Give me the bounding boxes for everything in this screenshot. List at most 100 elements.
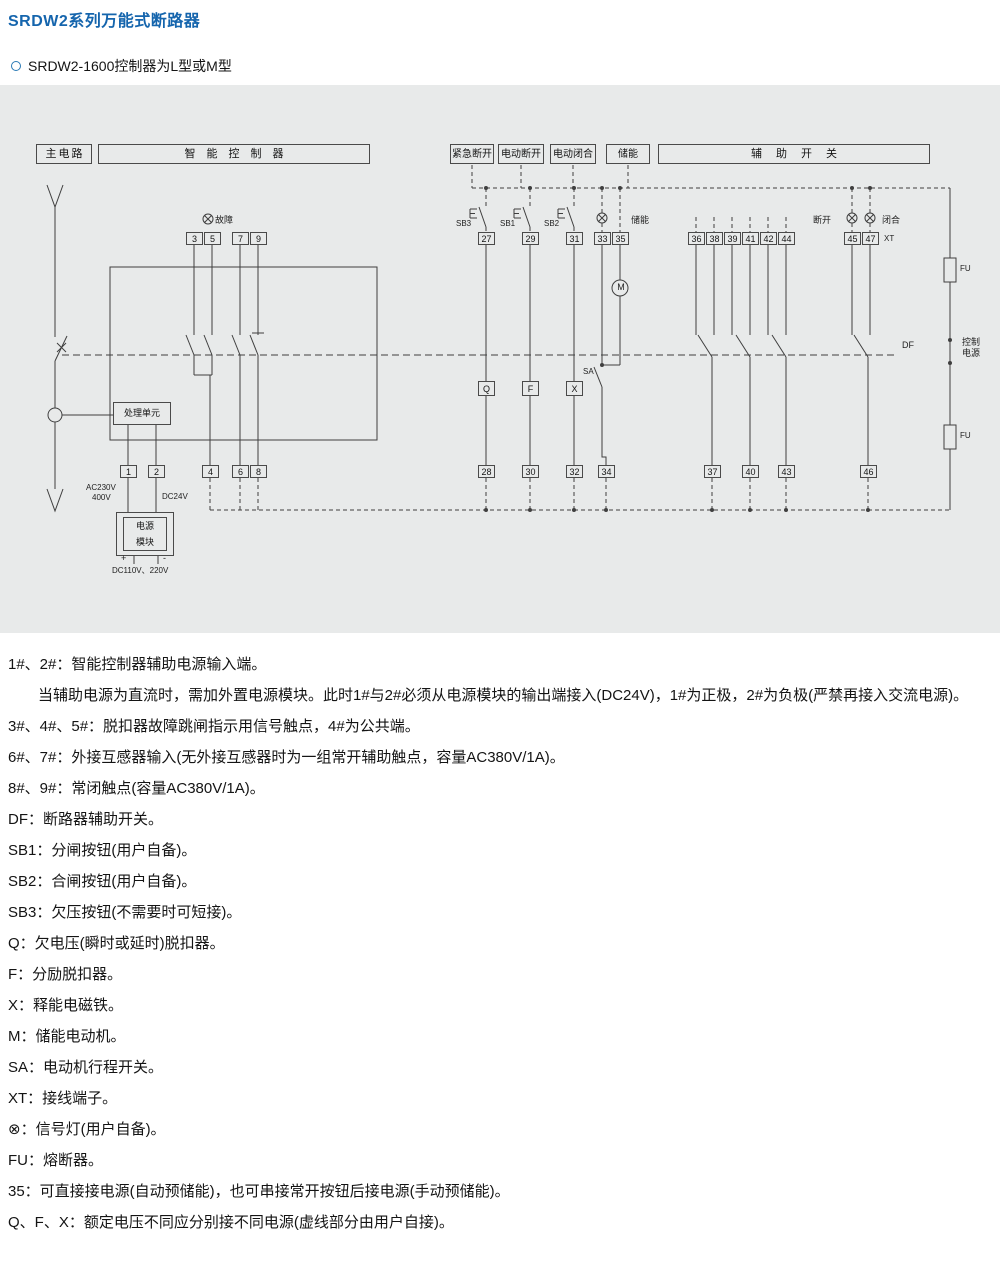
sb1-label: SB1: [500, 219, 516, 228]
sa-label: SA: [583, 367, 594, 376]
fu-bottom-label: FU: [960, 431, 971, 440]
circle-bullet-icon: [11, 61, 21, 71]
terminal-27: 27: [478, 232, 495, 245]
header-box-energy-storage: 储能: [606, 144, 650, 164]
release-magnet-x: X: [566, 381, 583, 396]
power-module-inner-box: 电源 模块: [123, 517, 167, 551]
ac-voltage-label-line2: 400V: [92, 493, 111, 502]
terminal-39: 39: [724, 232, 741, 245]
terminal-3: 3: [186, 232, 203, 245]
control-power-label: 控制 电源: [962, 337, 980, 359]
terminal-9: 9: [250, 232, 267, 245]
page-subtitle: SRDW2-1600控制器为L型或M型: [28, 58, 232, 74]
note-line: Q、F、X：额定电压不同应分别接不同电源(虚线部分由用户自接)。: [8, 1214, 454, 1231]
terminal-5: 5: [204, 232, 221, 245]
sb2-label: SB2: [544, 219, 560, 228]
note-line: SB2：合闸按钮(用户自备)。: [8, 873, 197, 890]
terminal-8: 8: [250, 465, 267, 478]
controller-outline-box: [109, 266, 378, 441]
note-line: SA：电动机行程开关。: [8, 1059, 164, 1076]
note-line: 8#、9#：常闭触点(容量AC380V/1A)。: [8, 780, 265, 797]
xt-label: XT: [884, 234, 895, 243]
power-module-label-line2: 模块: [135, 537, 154, 547]
open-lamp-icon: [846, 212, 858, 224]
note-line: FU：熔断器。: [8, 1152, 103, 1169]
sa-limit-switch: [593, 366, 607, 465]
pushbutton-sb2: [557, 206, 575, 228]
note-line: 6#、7#：外接互感器输入(无外接互感器时为一组常开辅助触点，容量AC380V/…: [8, 749, 565, 766]
note-line: XT：接线端子。: [8, 1090, 118, 1107]
wiring-diagram-lines: [46, 165, 957, 564]
pushbutton-sb1: [513, 206, 531, 228]
pushbutton-sb3: [469, 206, 487, 228]
junction-dots: [484, 186, 952, 512]
terminal-37: 37: [704, 465, 721, 478]
terminal-31: 31: [566, 232, 583, 245]
terminal-2: 2: [148, 465, 165, 478]
note-line: 1#、2#：智能控制器辅助电源输入端。: [8, 656, 267, 673]
header-box-aux-switch: 辅助开关: [658, 144, 930, 164]
current-transformer-icon: [47, 407, 63, 423]
fuse-icon-bottom: [943, 424, 957, 450]
power-module-label-line1: 电源: [135, 521, 154, 531]
aux-switch-contacts: [695, 245, 871, 465]
control-power-label-line2: 电源: [962, 348, 981, 358]
terminal-1: 1: [120, 465, 137, 478]
storage-lamp-icon: [596, 212, 608, 224]
dc24v-label: DC24V: [162, 492, 188, 501]
terminal-30: 30: [522, 465, 539, 478]
sb3-label: SB3: [456, 219, 472, 228]
note-line: SB1：分闸按钮(用户自备)。: [8, 842, 197, 859]
plus-mark: +: [121, 553, 127, 563]
note-line: 3#、4#、5#：脱扣器故障跳闸指示用信号触点，4#为公共端。: [8, 718, 420, 735]
processing-unit-box: 处理单元: [113, 402, 171, 425]
terminal-35: 35: [612, 232, 629, 245]
control-power-rail: [943, 188, 957, 510]
terminal-46: 46: [860, 465, 877, 478]
signal-contact-3: [185, 245, 195, 375]
terminal-43: 43: [778, 465, 795, 478]
control-power-label-line1: 控制: [962, 337, 981, 347]
close-lamp-icon: [864, 212, 876, 224]
fault-label: 故障: [215, 215, 234, 225]
motor-label: M: [617, 282, 625, 292]
header-box-main-circuit: 主电路: [36, 144, 92, 164]
header-box-emergency-open: 紧急断开: [450, 144, 494, 164]
terminal-29: 29: [522, 232, 539, 245]
terminal-38: 38: [706, 232, 723, 245]
aux-contact-7-6: [231, 245, 241, 465]
terminal-4: 4: [202, 465, 219, 478]
terminal-42: 42: [760, 232, 777, 245]
wiring-diagram: 主电路 智能控制器 紧急断开 电动断开 电动闭合 储能 辅助开关 3 5 7 9…: [0, 85, 1000, 633]
shunt-release-f: F: [522, 381, 539, 396]
terminal-36: 36: [688, 232, 705, 245]
power-module-box: 电源 模块: [116, 512, 174, 556]
header-box-motor-open: 电动断开: [498, 144, 544, 164]
terminal-34: 34: [598, 465, 615, 478]
nc-contact-9-8: [249, 245, 264, 465]
note-line: 当辅助电源为直流时，需加外置电源模块。此时1#与2#必须从电源模块的输出端接入(…: [38, 687, 969, 704]
signal-contact-5: [203, 245, 213, 375]
terminal-7: 7: [232, 232, 249, 245]
header-box-motor-close: 电动闭合: [550, 144, 596, 164]
terminal-28: 28: [478, 465, 495, 478]
terminal-33: 33: [594, 232, 611, 245]
energy-storage-lamp-label: 储能: [631, 215, 650, 225]
terminal-40: 40: [742, 465, 759, 478]
note-line: X：释能电磁铁。: [8, 997, 124, 1014]
main-circuit-symbol: [46, 184, 113, 513]
note-line: F：分励脱扣器。: [8, 966, 123, 983]
undervoltage-release-q: Q: [478, 381, 495, 396]
terminal-44: 44: [778, 232, 795, 245]
terminal-6: 6: [232, 465, 249, 478]
fu-top-label: FU: [960, 264, 971, 273]
note-line: M：储能电动机。: [8, 1028, 126, 1045]
note-line: 35：可直接接电源(自动预储能)，也可串接常开按钮后接电源(手动预储能)。: [8, 1183, 510, 1200]
terminal-32: 32: [566, 465, 583, 478]
open-lamp-label: 断开: [813, 215, 832, 225]
note-line: SB3：欠压按钮(不需要时可短接)。: [8, 904, 242, 921]
note-line: Q：欠电压(瞬时或延时)脱扣器。: [8, 935, 225, 952]
note-line: ⊗：信号灯(用户自备)。: [8, 1121, 166, 1138]
note-line: DF：断路器辅助开关。: [8, 811, 163, 828]
dc110v-label: DC110V、220V: [112, 566, 169, 575]
